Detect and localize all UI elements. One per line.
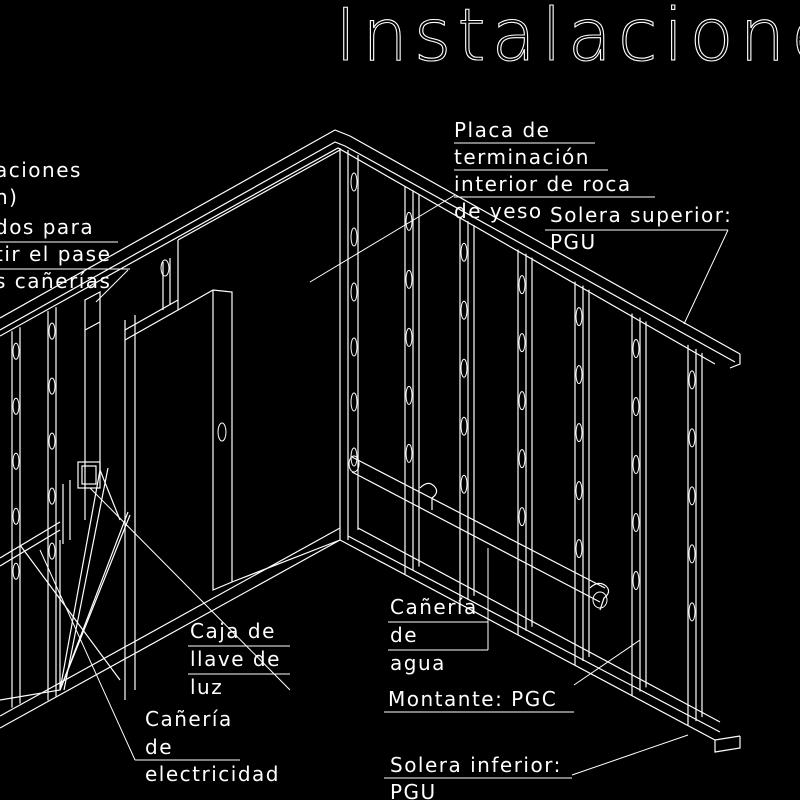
stud-hole bbox=[688, 602, 696, 622]
solera-inferior-line-1: Solera inferior: bbox=[390, 753, 562, 777]
label-canieria-agua: Cañería de agua bbox=[388, 595, 488, 675]
stud-hole bbox=[12, 342, 20, 360]
stud-hole bbox=[688, 370, 696, 390]
stud-hole bbox=[518, 449, 526, 469]
left-line-4: tir el pase bbox=[0, 242, 111, 266]
stud-hole bbox=[460, 416, 468, 436]
stud-hole bbox=[460, 242, 468, 262]
agua-line-1: Cañería bbox=[390, 595, 478, 619]
stud-hole bbox=[12, 562, 20, 580]
left-line-5: s cañerías bbox=[0, 269, 111, 293]
electricidad-line-1: Cañería bbox=[145, 707, 233, 731]
stud-hole bbox=[350, 337, 358, 357]
stud-hole bbox=[518, 507, 526, 527]
stud-hole bbox=[48, 432, 56, 450]
stud-hole bbox=[575, 423, 583, 443]
title-text: Instalacione bbox=[335, 0, 800, 77]
corner-post bbox=[339, 148, 359, 540]
solera-inferior-line-2: PGU bbox=[390, 780, 437, 800]
stud-hole bbox=[48, 542, 56, 560]
caja-line-3: luz bbox=[190, 675, 223, 699]
stud-hole bbox=[575, 539, 583, 559]
stud-hole bbox=[688, 486, 696, 506]
stud-hole bbox=[405, 385, 413, 405]
label-solera-inferior: Solera inferior: PGU bbox=[384, 753, 572, 800]
stud-hole bbox=[460, 358, 468, 378]
placa-line-4: de yeso bbox=[454, 199, 543, 223]
label-montante: Montante: PGC bbox=[384, 687, 574, 713]
stud-hole bbox=[405, 443, 413, 463]
pipe-opening bbox=[160, 259, 170, 277]
stud-hole bbox=[12, 452, 20, 470]
stud-hole bbox=[632, 455, 640, 475]
agua-line-3: agua bbox=[390, 651, 446, 675]
water-pipe bbox=[348, 455, 610, 611]
electricidad-line-3: electricidad bbox=[145, 762, 280, 786]
stud-hole bbox=[405, 269, 413, 289]
stud-hole bbox=[405, 211, 413, 231]
stud-hole bbox=[350, 227, 358, 247]
left-wall-studs bbox=[11, 307, 57, 708]
left-line-2: n) bbox=[0, 185, 18, 209]
stud-hole bbox=[688, 544, 696, 564]
left-line-3: dos para bbox=[0, 215, 94, 239]
stud-hole bbox=[632, 397, 640, 417]
stud-hole bbox=[688, 428, 696, 448]
electrical-conduit bbox=[0, 291, 121, 691]
stud-hole bbox=[350, 172, 358, 192]
stud-hole bbox=[405, 327, 413, 347]
label-left-partial: aciones n) dos para tir el pase s cañerí… bbox=[0, 158, 130, 293]
stud-hole bbox=[632, 513, 640, 533]
stud-hole bbox=[12, 397, 20, 415]
stud-hole bbox=[350, 282, 358, 302]
electricidad-line-2: de bbox=[145, 735, 173, 759]
solera-superior-line-2: PGU bbox=[550, 230, 597, 254]
stud-hole bbox=[632, 339, 640, 359]
placa-line-2: terminación bbox=[454, 145, 590, 169]
stud-hole bbox=[12, 507, 20, 525]
stud-hole bbox=[48, 487, 56, 505]
stud-hole bbox=[575, 481, 583, 501]
placa-line-3: interior de roca bbox=[454, 172, 632, 196]
placa-line-1: Placa de bbox=[454, 118, 550, 142]
stud-hole bbox=[632, 571, 640, 591]
stud-hole bbox=[575, 365, 583, 385]
stud-hole bbox=[460, 300, 468, 320]
stud-hole bbox=[48, 322, 56, 340]
agua-line-2: de bbox=[390, 623, 418, 647]
stud-hole bbox=[48, 377, 56, 395]
label-placa: Placa de terminación interior de roca de… bbox=[454, 118, 655, 223]
label-solera-superior: Solera superior: PGU bbox=[545, 203, 732, 254]
bottom-track bbox=[0, 527, 741, 753]
stud-hole bbox=[350, 392, 358, 412]
label-canieria-electricidad: Cañería de electricidad bbox=[135, 707, 280, 786]
opening-header bbox=[124, 258, 179, 700]
solera-superior-line-1: Solera superior: bbox=[550, 203, 732, 227]
leaders bbox=[39, 194, 729, 776]
label-caja-llave: Caja de llave de luz bbox=[188, 619, 290, 699]
caja-line-2: llave de bbox=[190, 647, 281, 671]
stud-hole bbox=[460, 474, 468, 494]
montante-text: Montante: PGC bbox=[388, 687, 557, 711]
stud-hole bbox=[518, 333, 526, 353]
left-line-1: aciones bbox=[0, 158, 82, 182]
stud-hole bbox=[575, 307, 583, 327]
caja-line-1: Caja de bbox=[190, 619, 276, 643]
stud-hole bbox=[518, 391, 526, 411]
stud-hole bbox=[518, 275, 526, 295]
